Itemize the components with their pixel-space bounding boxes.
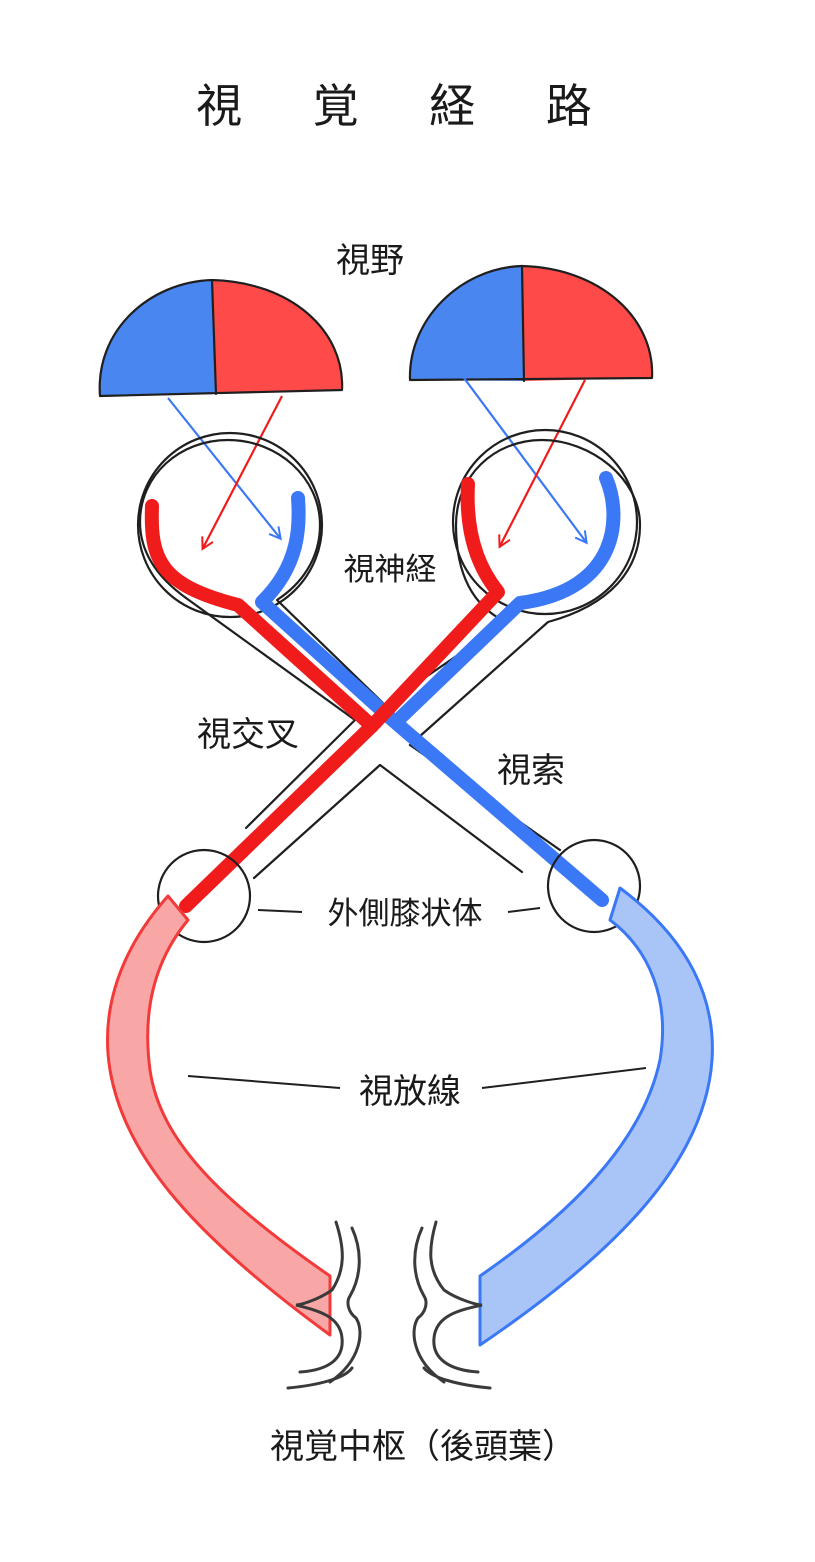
right-visual-field [408, 264, 654, 383]
right-eyeball [451, 428, 639, 616]
red-left-eye-path [144, 499, 379, 733]
right-field-blue-half [409, 266, 524, 381]
left-field-outline [98, 278, 344, 398]
left-field-red-half [212, 280, 343, 394]
left-field-blue-half [99, 280, 216, 396]
red-optic-radiation [106, 894, 332, 1337]
left-lgn-circle [156, 848, 252, 944]
right-red-ray-arrow [500, 379, 586, 546]
lgn-leader-right [507, 907, 541, 913]
lgn-leader-left [257, 909, 303, 913]
blue-optic-path [255, 491, 609, 907]
occipital-lobe-contours [286, 1220, 492, 1390]
optic-tract-label: 視索 [497, 751, 565, 791]
right-field-red-half [522, 266, 653, 381]
right-field-outline [408, 264, 654, 383]
left-blue-ray-arrow [167, 397, 280, 538]
optic-nerve-label: 視神経 [344, 552, 437, 588]
left-visual-field [98, 278, 344, 398]
blue-right-eye-path [389, 471, 621, 729]
left-eyeball [136, 431, 324, 619]
blue-optic-radiation [478, 886, 714, 1347]
visual-cortex-label: 視覚中枢（後頭葉） [270, 1427, 576, 1467]
left-red-ray-arrow [203, 395, 283, 548]
lgn-label: 外側膝状体 [328, 896, 483, 932]
right-blue-ray-arrow [463, 377, 586, 542]
radiation-leader-left [187, 1075, 341, 1089]
radiation-leader-right [481, 1067, 647, 1089]
right-lgn-circle [546, 838, 642, 934]
optic-chiasm-label: 視交叉 [197, 715, 299, 755]
red-optic-path [179, 477, 505, 913]
optic-pathway-outline [138, 438, 642, 880]
diagram-title: 視 覚 経 路 [196, 79, 620, 133]
visual-field-label: 視野 [336, 241, 404, 281]
optic-radiation-label: 視放線 [359, 1072, 461, 1112]
